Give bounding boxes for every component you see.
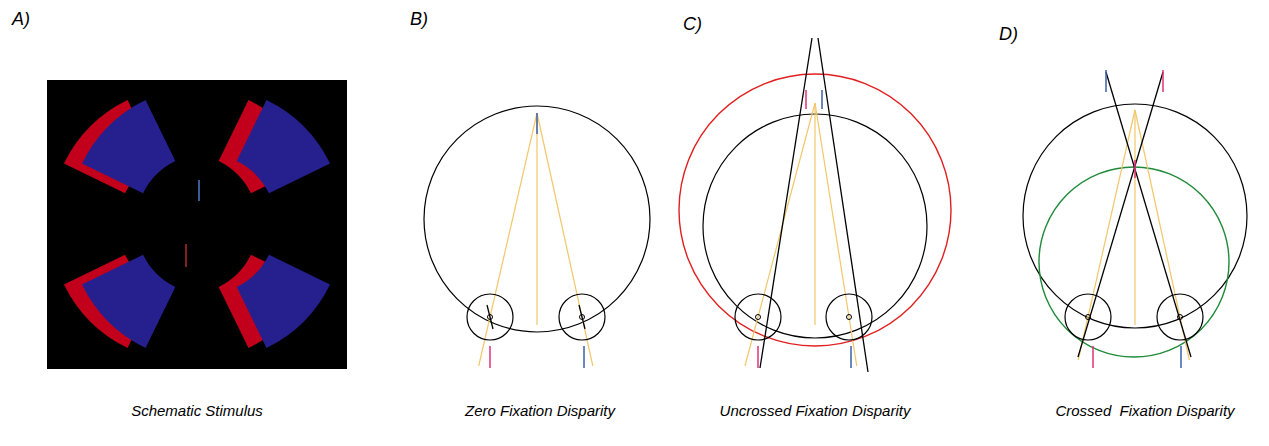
nonius-tick: [821, 90, 823, 109]
eye: [1065, 294, 1111, 340]
overlap-wedge: [237, 100, 330, 193]
blue-wedge: [237, 100, 330, 193]
horopter-circle: [1039, 167, 1229, 357]
disparity-panel: [679, 38, 951, 372]
blue-wedge: [237, 255, 330, 348]
nonius-tick: [850, 346, 852, 368]
eye: [559, 294, 605, 340]
panel-letter: B): [410, 10, 428, 30]
nonius-tick: [536, 113, 538, 134]
eye: [826, 294, 872, 340]
midline: [536, 113, 537, 325]
panel-letter: C): [683, 15, 702, 35]
midline: [1134, 110, 1135, 325]
nonius-tick: [757, 346, 759, 368]
panel-caption: Zero Fixation Disparity: [465, 403, 615, 420]
panel-caption: Schematic Stimulus: [131, 403, 263, 420]
vieth-muller-circle: [1023, 104, 1247, 328]
stimulus-panel: [47, 80, 347, 369]
panel-caption: Uncrossed Fixation Disparity: [720, 403, 911, 420]
line-of-sight: [1078, 72, 1163, 357]
line-of-sight: [818, 38, 868, 372]
line-of-sight: [579, 305, 585, 329]
line-of-sight: [487, 305, 493, 329]
overlap-wedge: [237, 255, 330, 348]
red-nonius-line: [185, 244, 187, 267]
panel-caption: Crossed Fixation Disparity: [1055, 403, 1234, 420]
overlap-wedge: [82, 255, 175, 348]
disparity-panel: [424, 106, 650, 368]
nonius-tick: [1134, 160, 1136, 178]
nonius-tick: [805, 90, 807, 109]
eye: [735, 294, 781, 340]
line-of-sight: [760, 38, 812, 368]
eye-node: [847, 315, 852, 320]
nonius-tick: [1092, 346, 1094, 368]
stimulus-background: [47, 80, 347, 369]
nonius-tick: [1180, 346, 1182, 368]
nonius-tick: [489, 346, 491, 368]
visual-axis: [1078, 110, 1135, 360]
visual-axis: [479, 113, 537, 366]
panel-letter: A): [12, 10, 30, 30]
blue-wedge: [82, 100, 175, 193]
disparity-panel: [1023, 70, 1247, 368]
blue-nonius-line: [198, 180, 200, 201]
panel-letter: D): [999, 25, 1018, 45]
blue-wedge: [82, 255, 175, 348]
eye: [467, 294, 513, 340]
line-of-sight: [1106, 72, 1191, 357]
nonius-tick: [583, 346, 585, 368]
eye-node: [756, 315, 761, 320]
eye: [1157, 294, 1203, 340]
visual-axis: [745, 103, 815, 366]
overlap-wedge: [82, 100, 175, 193]
nonius-tick: [1162, 70, 1164, 92]
horopter-circle: [679, 74, 951, 346]
visual-axis: [815, 103, 857, 366]
midline: [814, 103, 815, 325]
visual-axis: [537, 113, 593, 366]
nonius-tick: [1105, 70, 1107, 92]
vieth-muller-circle: [424, 106, 650, 332]
